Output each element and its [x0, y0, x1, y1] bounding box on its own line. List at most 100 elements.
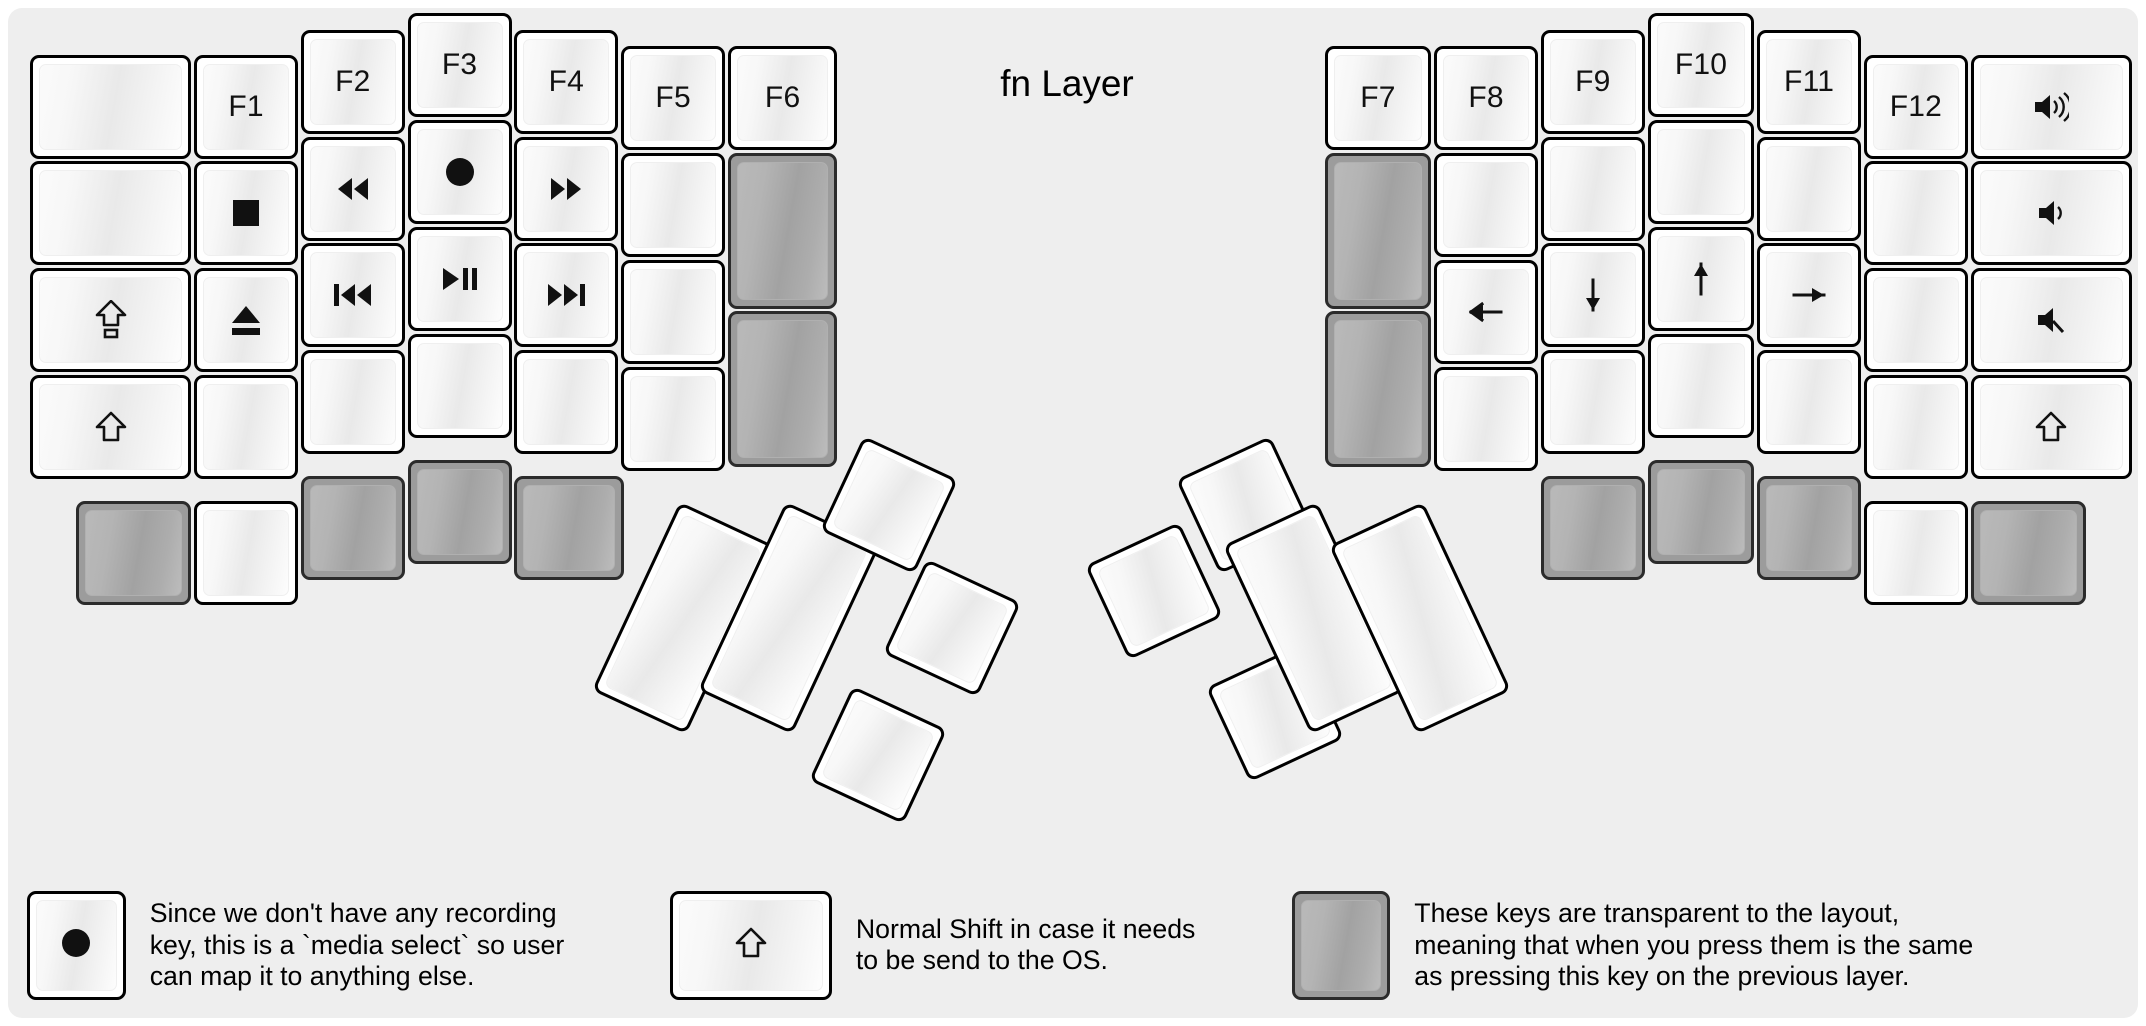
key-face: [203, 509, 290, 596]
key-col-index-inner-r2[interactable]: [621, 153, 726, 258]
key-col-middle-r1[interactable]: F10: [1647, 13, 1755, 118]
legend-note-3: These keys are transparent to the layout…: [1291, 890, 2146, 1001]
key-col-pinky-outer-r1[interactable]: [1970, 54, 2133, 159]
legend-note-text-3: These keys are transparent to the layout…: [1414, 898, 1974, 992]
key-col-inner-r1[interactable]: F6: [727, 46, 838, 151]
key-col-pinky-r3[interactable]: [194, 268, 299, 373]
key-right-bottom-1[interactable]: [1540, 476, 1645, 581]
key-face: [1872, 170, 1959, 257]
key-right-bottom-4[interactable]: [1863, 500, 1968, 605]
key-col-middle-r2[interactable]: [1647, 120, 1755, 225]
key-col-pinky-outer-r1[interactable]: [29, 54, 192, 159]
key-left-bottom-5[interactable]: [514, 476, 624, 581]
arrow-down-icon: [1580, 277, 1606, 313]
key-col-inner-r1[interactable]: F7: [1324, 46, 1432, 151]
key-col-index-inner-r1[interactable]: F8: [1434, 46, 1539, 151]
key-face: [1656, 129, 1746, 216]
key-col-middle-r3[interactable]: [407, 226, 512, 331]
arrow-right-icon: [1791, 282, 1827, 308]
key-face: [736, 320, 829, 459]
key-face: [630, 375, 717, 462]
key-col-pinky-outer-r3[interactable]: [29, 268, 192, 373]
key-col-middle-r4[interactable]: [407, 333, 512, 438]
key-face: [1766, 145, 1853, 232]
key-face: [85, 509, 183, 596]
key-col-ring-r2[interactable]: [1757, 136, 1862, 241]
key-face: [1766, 485, 1853, 572]
key-left-bottom-3[interactable]: [300, 476, 405, 581]
key-col-index-r3[interactable]: [514, 243, 619, 348]
media-rewind-icon: [335, 176, 371, 202]
key-col-index-inner-r4[interactable]: [1434, 366, 1539, 471]
key-col-middle-r4[interactable]: [1647, 333, 1755, 438]
key-right-bottom-3[interactable]: [1757, 476, 1862, 581]
key-col-inner-r2[interactable]: [1324, 153, 1432, 309]
key-col-inner-r3[interactable]: [727, 311, 838, 468]
key-face: [1979, 383, 2124, 470]
legend-area: Since we don't have any recording key, t…: [8, 8, 2138, 1018]
key-face: [38, 170, 183, 257]
legend-sample-key-3: [1291, 890, 1391, 1001]
key-col-pinky-r1[interactable]: F1: [194, 54, 299, 159]
key-col-index-r1[interactable]: F9: [1540, 29, 1645, 134]
key-col-pinky-r3[interactable]: [1863, 268, 1968, 373]
key-face: [1443, 375, 1530, 462]
key-face: [736, 162, 829, 300]
key-label: F6: [764, 81, 801, 115]
key-face: [309, 359, 396, 446]
key-label: F7: [1360, 81, 1396, 115]
key-col-index-inner-r1[interactable]: F5: [621, 46, 726, 151]
media-play-pause-icon: [441, 266, 479, 292]
key-col-index-r4[interactable]: [1540, 350, 1645, 455]
key-col-index-r1[interactable]: F4: [514, 29, 619, 134]
key-face: [309, 252, 396, 339]
key-col-ring-r4[interactable]: [300, 350, 405, 455]
key-col-index-r4[interactable]: [514, 350, 619, 455]
key-right-bottom-5[interactable]: [1970, 500, 2086, 605]
key-col-index-inner-r3[interactable]: [621, 259, 726, 364]
key-col-pinky-outer-r2[interactable]: [1970, 161, 2133, 266]
key-col-index-r3[interactable]: [1540, 243, 1645, 348]
key-col-ring-r2[interactable]: [300, 136, 405, 241]
key-col-middle-r1[interactable]: F3: [407, 13, 512, 118]
key-face: [630, 55, 717, 142]
key-col-inner-r3[interactable]: [1324, 311, 1432, 468]
key-label: F2: [335, 64, 371, 98]
key-col-index-inner-r4[interactable]: [621, 366, 726, 471]
key-face: [1979, 63, 2124, 150]
key-col-ring-r4[interactable]: [1757, 350, 1862, 455]
key-col-ring-r1[interactable]: F2: [300, 29, 405, 134]
key-col-pinky-r4[interactable]: [194, 374, 299, 479]
key-col-middle-r3[interactable]: [1647, 226, 1755, 331]
key-col-pinky-outer-r2[interactable]: [29, 161, 192, 266]
key-col-pinky-r1[interactable]: F12: [1863, 54, 1968, 159]
key-col-index-inner-r3[interactable]: [1434, 259, 1539, 364]
key-col-pinky-r4[interactable]: [1863, 374, 1968, 479]
key-col-ring-r1[interactable]: F11: [1757, 29, 1862, 134]
key-col-ring-r3[interactable]: [300, 243, 405, 348]
key-label: F3: [441, 48, 478, 82]
key-col-pinky-r2[interactable]: [194, 161, 299, 266]
key-left-bottom-1[interactable]: [76, 500, 192, 605]
shift-arrow-icon: [95, 411, 127, 443]
key-col-inner-r2[interactable]: [727, 153, 838, 309]
legend-note-1: Since we don't have any recording key, t…: [27, 890, 861, 1001]
key-col-index-inner-r2[interactable]: [1434, 153, 1539, 258]
key-label: F9: [1575, 64, 1611, 98]
legend-sample-key-1: [27, 890, 126, 1001]
media-next-track-icon: [546, 282, 586, 308]
key-right-bottom-2[interactable]: [1647, 459, 1755, 564]
key-col-pinky-outer-r3[interactable]: [1970, 268, 2133, 373]
key-face: [309, 145, 396, 232]
key-col-index-r2[interactable]: [514, 136, 619, 241]
key-col-pinky-outer-r4[interactable]: [1970, 374, 2133, 479]
key-col-pinky-outer-r4[interactable]: [29, 374, 192, 479]
key-col-middle-r2[interactable]: [407, 120, 512, 225]
key-left-bottom-4[interactable]: [407, 459, 512, 564]
key-left-bottom-2[interactable]: [194, 500, 299, 605]
key-col-index-r2[interactable]: [1540, 136, 1645, 241]
key-col-pinky-r2[interactable]: [1863, 161, 1968, 266]
key-col-ring-r3[interactable]: [1757, 243, 1862, 348]
legend-note-text-1: Since we don't have any recording key, t…: [149, 898, 565, 992]
